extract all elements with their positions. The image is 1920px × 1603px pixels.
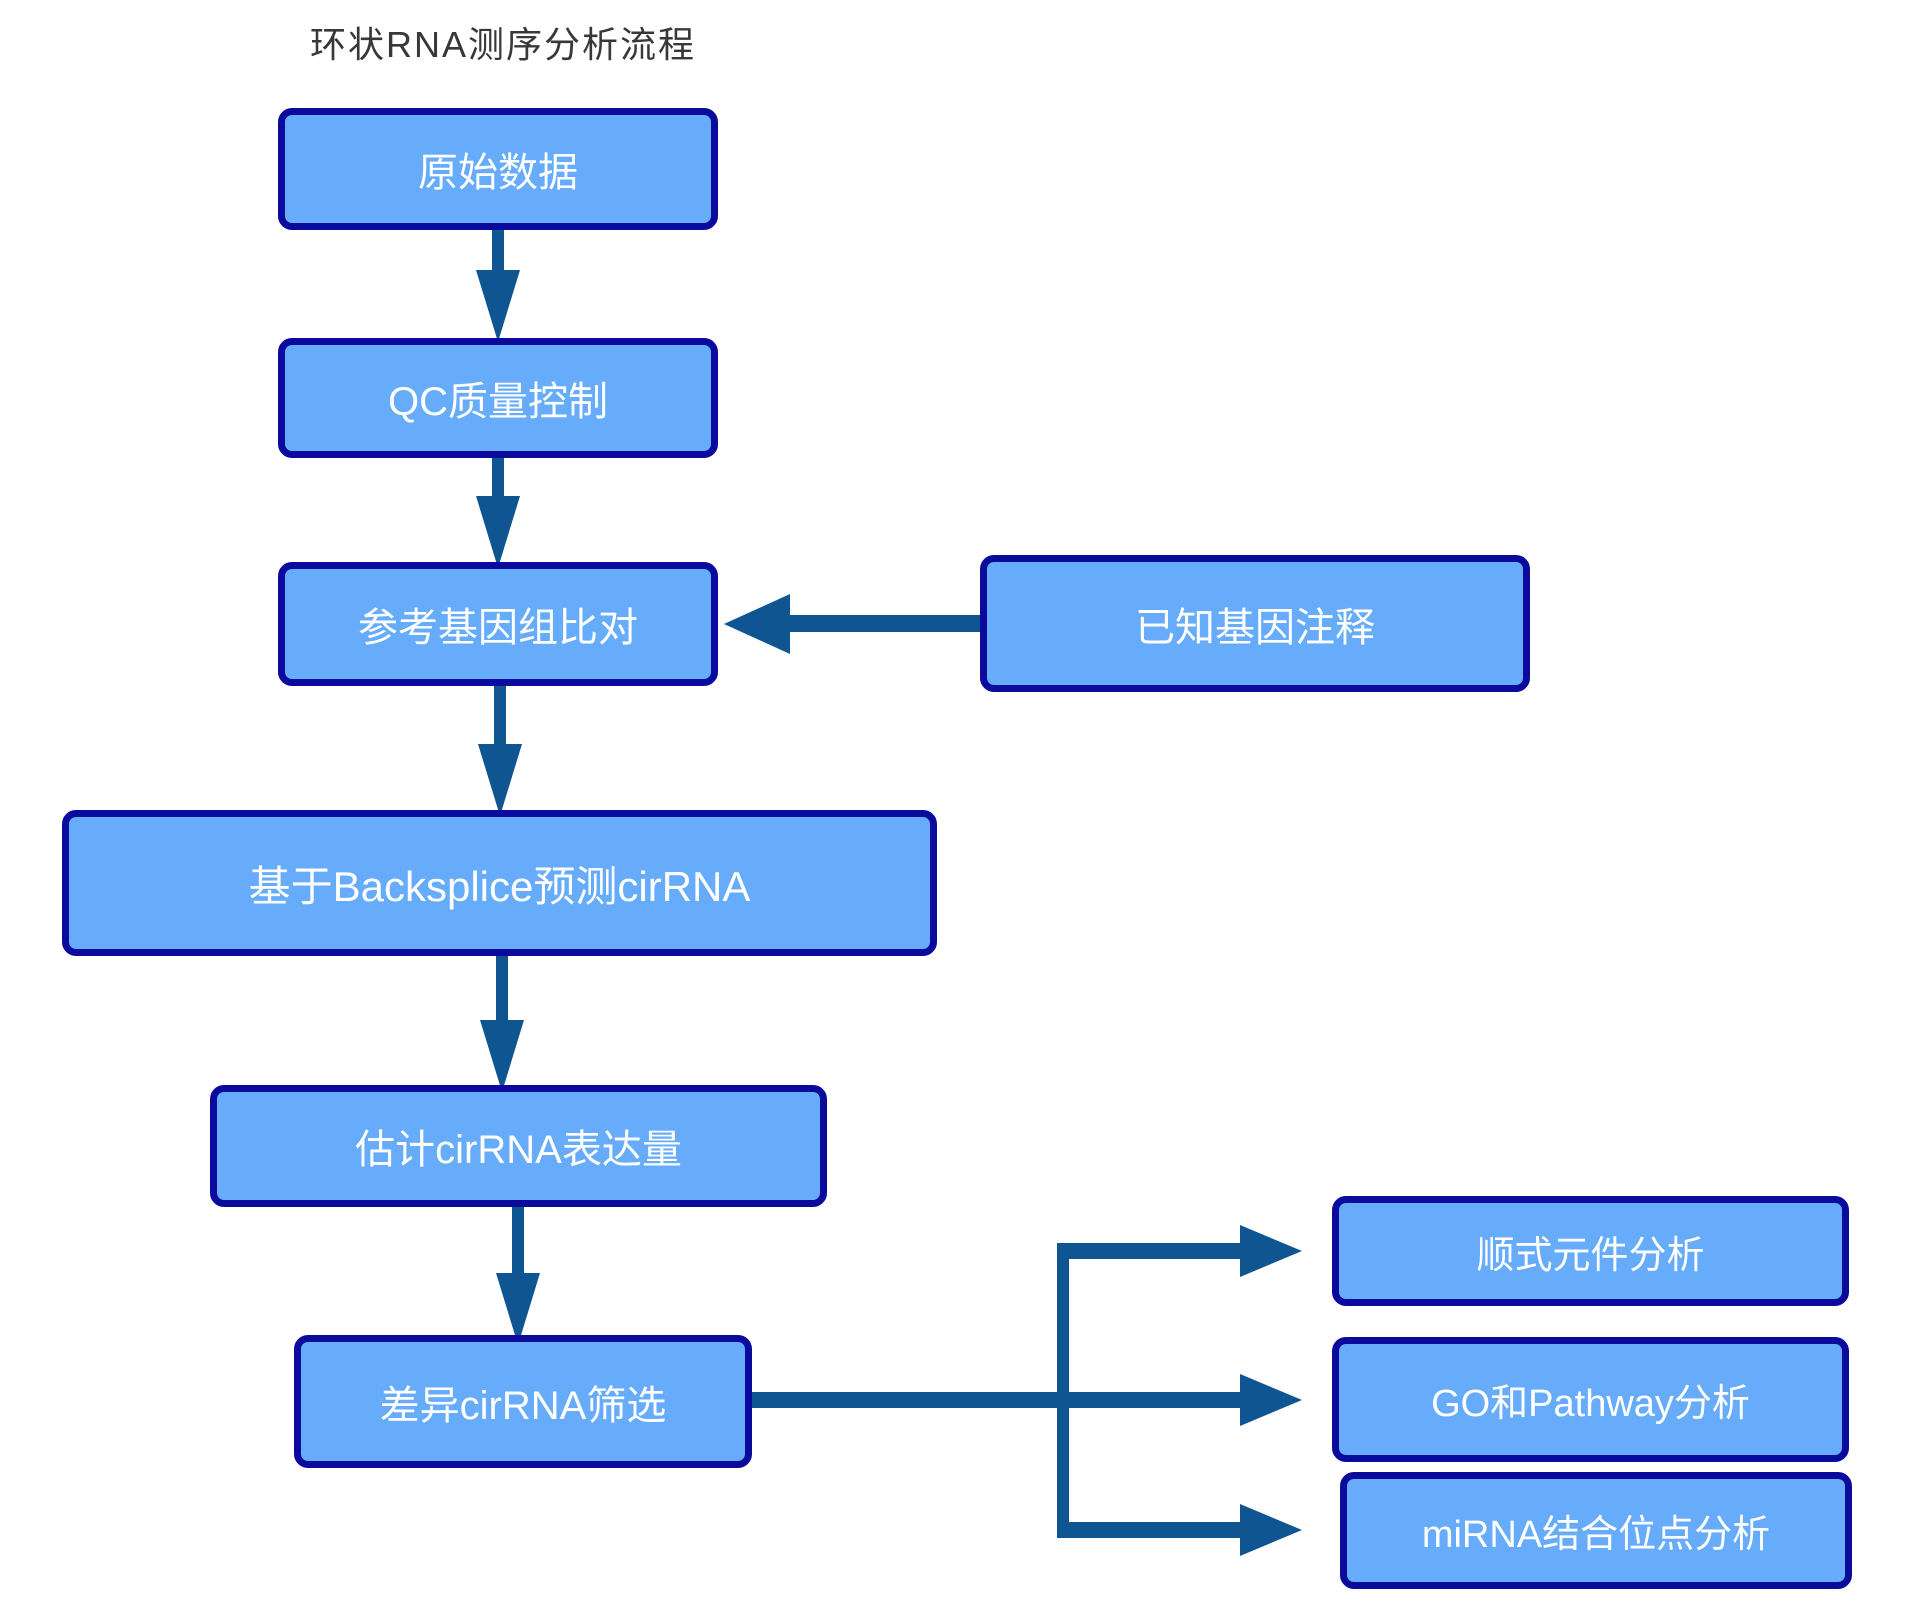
node-qc: QC质量控制 <box>278 338 718 458</box>
arrow-diff-to-mirna-binding <box>1057 1504 1302 1556</box>
node-known-annotation-label: 已知基因注释 <box>1135 605 1375 650</box>
node-cis-element-label: 顺式元件分析 <box>1476 1234 1705 1277</box>
node-backsplice-predict: 基于Backsplice预测cirRNA <box>62 810 937 956</box>
arrow-raw-to-qc <box>476 226 520 342</box>
page-title: 环状RNA测序分析流程 <box>310 24 697 65</box>
node-backsplice-predict-label: 基于Backsplice预测cirRNA <box>248 862 751 910</box>
arrow-annotation-to-ref-align <box>724 594 982 654</box>
node-mirna-binding: miRNA结合位点分析 <box>1340 1472 1852 1589</box>
node-expression-estimate-label: 估计cirRNA表达量 <box>355 1128 682 1172</box>
arrow-backsplice-to-expression <box>480 954 524 1092</box>
arrow-diff-to-cis-element <box>1057 1225 1302 1277</box>
node-qc-label: QC质量控制 <box>388 380 608 424</box>
node-mirna-binding-label: miRNA结合位点分析 <box>1421 1514 1771 1556</box>
node-ref-align: 参考基因组比对 <box>278 562 718 686</box>
node-cis-element: 顺式元件分析 <box>1332 1196 1849 1306</box>
arrow-expression-to-diff-screen <box>496 1205 540 1345</box>
arrow-diff-to-go-pathway <box>1240 1374 1302 1426</box>
arrow-qc-to-ref-align <box>476 456 520 568</box>
node-expression-estimate: 估计cirRNA表达量 <box>210 1085 827 1207</box>
node-diff-screen: 差异cirRNA筛选 <box>294 1335 752 1468</box>
node-known-annotation: 已知基因注释 <box>980 555 1530 692</box>
node-go-pathway: GO和Pathway分析 <box>1332 1337 1849 1462</box>
node-raw-data-label: 原始数据 <box>418 151 578 195</box>
arrow-ref-align-to-backsplice <box>478 684 522 816</box>
node-diff-screen-label: 差异cirRNA筛选 <box>379 1383 667 1428</box>
node-ref-align-label: 参考基因组比对 <box>358 606 638 650</box>
node-raw-data: 原始数据 <box>278 108 718 230</box>
branch-connector <box>748 1243 1242 1538</box>
node-go-pathway-label: GO和Pathway分析 <box>1431 1383 1750 1425</box>
